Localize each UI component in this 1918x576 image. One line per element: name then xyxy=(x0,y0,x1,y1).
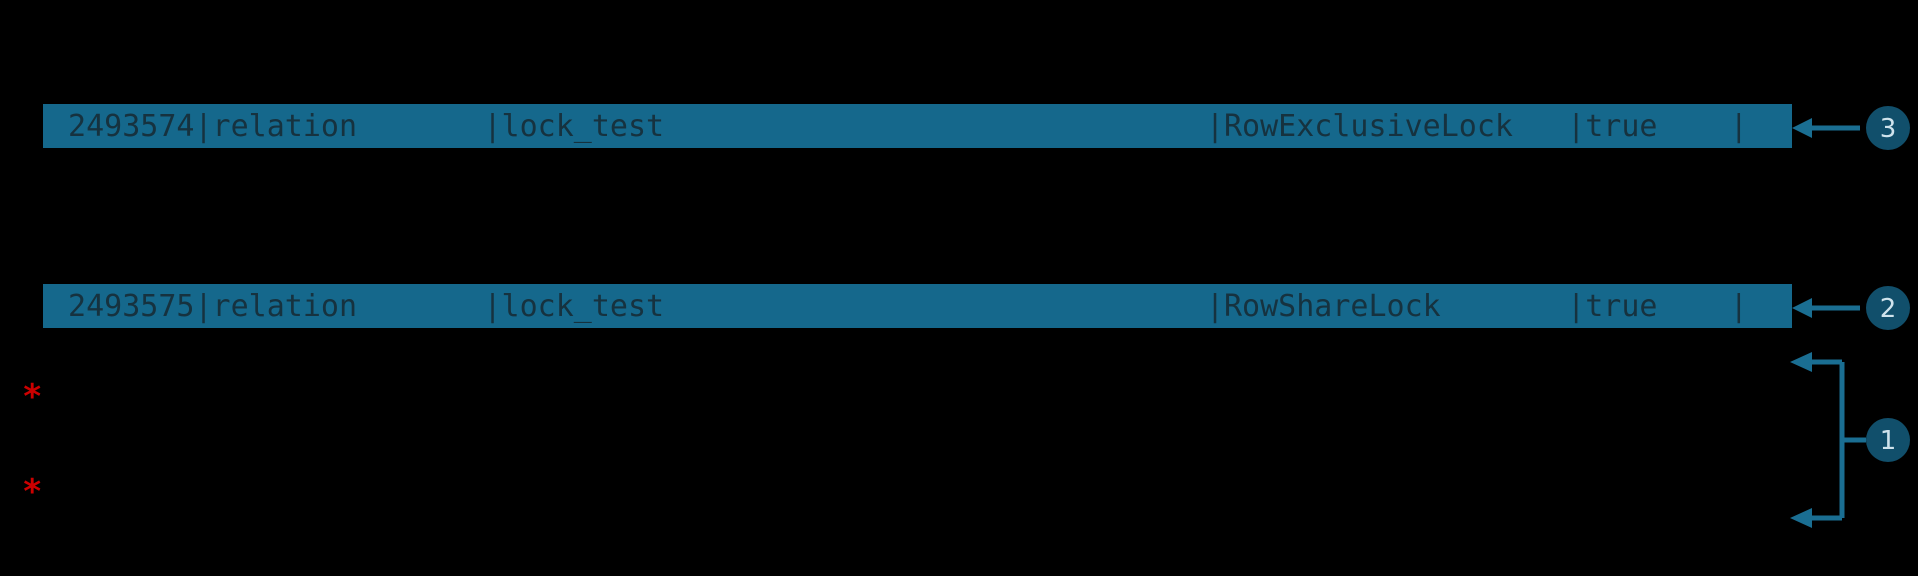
annotation-callout-1: 1 xyxy=(1790,352,1910,528)
annotation-callout-2: 2 xyxy=(1792,286,1910,330)
asterisk-marker-icon: * xyxy=(22,472,43,512)
lock-row-text: 2493574|relation |lock_test |RowExclusiv… xyxy=(50,108,1748,144)
arrow-left-icon xyxy=(1792,118,1860,138)
badge-circle xyxy=(1866,418,1910,462)
arrow-left-icon xyxy=(1792,298,1860,318)
annotation-callout-3: 3 xyxy=(1792,106,1910,150)
lock-result-row-rowexclusivelock: 2493574|relation |lock_test |RowExclusiv… xyxy=(43,104,1792,148)
asterisk-marker-icon: * xyxy=(22,377,43,417)
lock-row-text: 2493575|relation |lock_test |RowShareLoc… xyxy=(50,288,1748,324)
badge-circle xyxy=(1866,286,1910,330)
brace-left-icon xyxy=(1790,352,1866,528)
lock-result-row-rowsharelock: 2493575|relation |lock_test |RowShareLoc… xyxy=(43,284,1792,328)
badge-label: 3 xyxy=(1880,114,1897,144)
badge-label: 1 xyxy=(1880,426,1897,456)
badge-circle xyxy=(1866,106,1910,150)
badge-label: 2 xyxy=(1880,294,1897,324)
